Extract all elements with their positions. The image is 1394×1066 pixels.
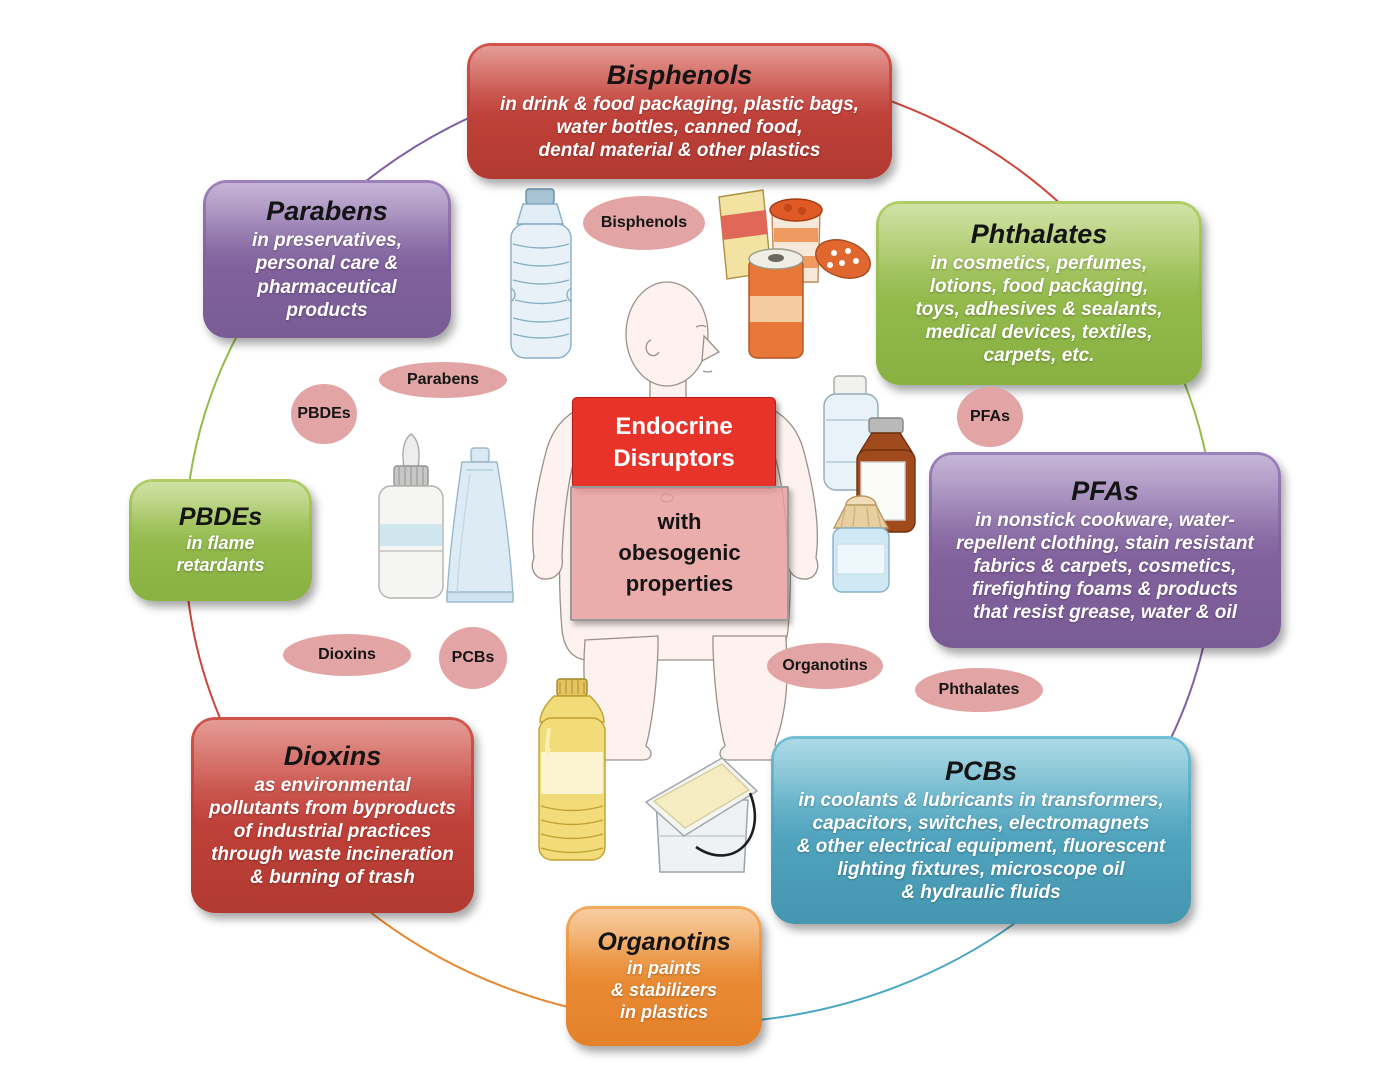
nasal-spray-bottle-illustration	[378, 433, 444, 599]
parabens-box: Parabens in preservatives, personal care…	[203, 180, 451, 338]
oval-label-pbdes: PBDEs	[291, 384, 357, 444]
bisphenols-box: Bisphenols in drink & food packaging, pl…	[467, 43, 892, 179]
organotins-box-body: in paints & stabilizers in plastics	[610, 958, 718, 1023]
pfas-box: PFAs in nonstick cookware, water- repell…	[929, 452, 1281, 648]
parabens-box-title: Parabens	[266, 196, 388, 227]
pcbs-box-body: in coolants & lubricants in transformers…	[796, 789, 1166, 904]
oval-label-organotins: Organotins	[767, 643, 883, 689]
pcbs-box: PCBs in coolants & lubricants in transfo…	[771, 736, 1191, 924]
organotins-box: Organotins in paints & stabilizers in pl…	[566, 906, 762, 1046]
oval-label-parabens: Parabens	[379, 362, 507, 398]
water-bottle-illustration	[510, 188, 572, 359]
bisphenols-box-body: in drink & food packaging, plastic bags,…	[500, 93, 859, 162]
oval-label-phthalates: Phthalates	[915, 668, 1043, 712]
oval-label-bisphenols: Bisphenols	[583, 196, 705, 250]
oval-label-pfas: PFAs	[957, 387, 1023, 447]
bisphenols-box-title: Bisphenols	[606, 59, 753, 90]
dioxins-box: Dioxins as environmental pollutants from…	[191, 717, 474, 913]
phthalates-box-body: in cosmetics, perfumes, lotions, food pa…	[915, 252, 1163, 367]
pcbs-box-title: PCBs	[944, 755, 1018, 786]
pbdes-box: PBDEs in flame retardants	[129, 479, 312, 601]
organotins-box-title: Organotins	[597, 927, 731, 956]
dropper-bottle-illustration	[832, 495, 890, 593]
food-packaging-and-cans-illustration	[718, 189, 871, 359]
oil-bottle-illustration	[538, 678, 606, 861]
center-endocrine-disruptors-label: Endocrine Disruptors	[572, 397, 776, 489]
oval-label-dioxins: Dioxins	[283, 634, 411, 676]
phthalates-box-title: Phthalates	[970, 218, 1108, 249]
dioxins-box-title: Dioxins	[283, 740, 382, 771]
paint-bucket-illustration	[644, 757, 759, 873]
pfas-box-body: in nonstick cookware, water- repellent c…	[956, 509, 1254, 624]
dioxins-box-body: as environmental pollutants from byprodu…	[209, 774, 456, 889]
pfas-box-title: PFAs	[1071, 475, 1139, 506]
center-obesogenic-properties-label: with obesogenic properties	[570, 486, 789, 621]
phthalates-box: Phthalates in cosmetics, perfumes, lotio…	[876, 201, 1202, 385]
medicine-bottle-illustration	[856, 417, 916, 533]
pbdes-box-body: in flame retardants	[176, 533, 265, 576]
oval-label-pcbs: PCBs	[439, 627, 507, 689]
cream-tube-illustration	[446, 447, 514, 603]
pbdes-box-title: PBDEs	[178, 502, 263, 531]
parabens-box-body: in preservatives, personal care & pharma…	[252, 230, 402, 321]
